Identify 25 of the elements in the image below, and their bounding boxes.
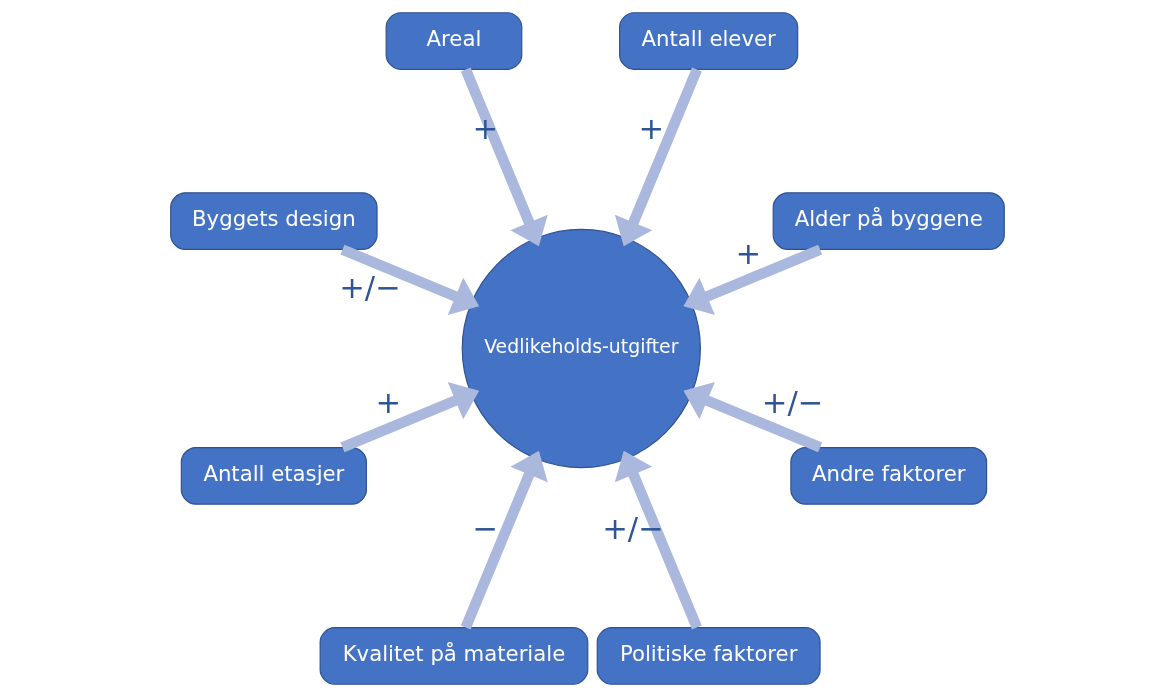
node-circle: Vedlikeholds-utgifter xyxy=(461,228,701,469)
node-box: Byggets design xyxy=(169,192,378,251)
node-box: Politiske faktorer xyxy=(596,627,821,685)
arrow xyxy=(460,450,548,630)
arrow xyxy=(682,381,822,453)
node-box: Andre faktorer xyxy=(789,446,987,505)
node-box: Antall elever xyxy=(618,12,798,70)
edge-label: + xyxy=(637,110,664,146)
arrow xyxy=(614,67,702,247)
edge-label: + xyxy=(374,385,401,421)
edge-label: +/− xyxy=(761,385,823,421)
node-box: Kvalitet på materiale xyxy=(319,627,588,685)
arrow xyxy=(682,244,822,316)
edge-label: − xyxy=(472,511,498,547)
node-box: Antall etasjer xyxy=(180,446,367,505)
arrow xyxy=(339,381,479,453)
arrow xyxy=(460,67,548,247)
arrow xyxy=(339,244,479,316)
edge-label: +/− xyxy=(601,511,664,547)
arrow xyxy=(614,450,702,630)
edge-label: +/− xyxy=(338,270,401,306)
edge-label: + xyxy=(735,236,761,272)
node-box: Alder på byggene xyxy=(772,192,1005,251)
edge-label: + xyxy=(472,110,498,146)
node-box: Areal xyxy=(385,12,522,70)
